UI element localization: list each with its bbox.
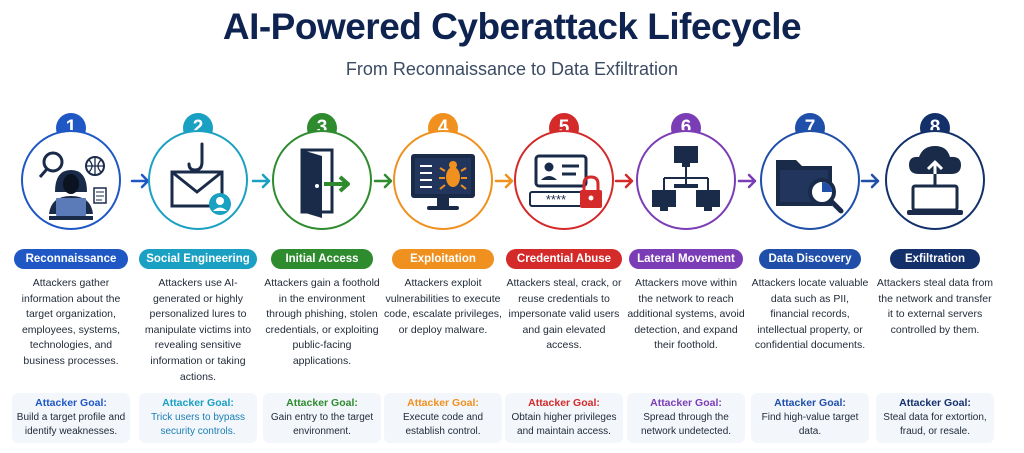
stage-icon-ring — [148, 130, 248, 230]
goal-text: Execute code and establish control. — [402, 412, 484, 437]
door-entry-icon — [300, 148, 350, 218]
network-nodes-icon — [652, 146, 720, 211]
hacker-laptop-icon — [38, 151, 107, 220]
attacker-goal-box: Attacker Goal: Spread through the networ… — [627, 393, 745, 443]
page-title: AI-Powered Cyberattack Lifecycle — [222, 6, 802, 47]
attacker-goal-box: Attacker Goal: Find high-value target da… — [751, 393, 869, 443]
attacker-goal-box: Attacker Goal: Execute code and establis… — [384, 393, 502, 443]
stage-icon-ring — [636, 130, 736, 230]
goal-title: Attacker Goal: — [35, 397, 107, 409]
stage-icon-ring — [885, 130, 985, 230]
stage-description: Attackers steal data from the network an… — [876, 277, 994, 336]
stage-label: Reconnaissance — [14, 249, 128, 269]
page-subtitle: From Reconnaissance to Data Exfiltration — [345, 59, 679, 79]
goal-title: Attacker Goal: — [650, 397, 722, 409]
stage-description: Attackers exploit vulnerabilities to exe… — [384, 277, 502, 336]
arrow-icon — [373, 173, 393, 189]
attacker-goal-box: Attacker Goal: Obtain higher privileges … — [505, 393, 623, 443]
goal-title: Attacker Goal: — [899, 397, 971, 409]
stage-label: Initial Access — [271, 249, 373, 269]
goal-text: Build a target profile and identify weak… — [16, 412, 126, 437]
stage-description: Attackers steal, crack, or reuse credent… — [506, 277, 622, 352]
stage-label: Social Engineering — [139, 249, 257, 269]
bug-monitor-icon — [411, 154, 475, 210]
goal-title: Attacker Goal: — [407, 397, 479, 409]
goal-title: Attacker Goal: — [162, 397, 234, 409]
arrow-icon — [494, 173, 514, 189]
stage-description: Attackers move within the network to rea… — [627, 277, 745, 352]
cloud-upload-icon — [907, 146, 963, 215]
svg-text:****: **** — [546, 192, 566, 207]
goal-text: Trick users to bypass security controls. — [150, 412, 246, 437]
stage-label: Credential Abuse — [506, 249, 622, 269]
goal-title: Attacker Goal: — [774, 397, 846, 409]
stage-label: Data Discovery — [759, 249, 861, 269]
stage-icon-ring — [760, 130, 860, 230]
stage-icon-ring: **** — [514, 130, 614, 230]
stage-description: Attackers use AI-generated or highly per… — [144, 277, 252, 383]
goal-text: Steal data for extortion, fraud, or resa… — [883, 412, 987, 437]
stage-icon-ring — [272, 130, 372, 230]
attacker-goal-box: Attacker Goal: Gain entry to the target … — [263, 393, 381, 443]
stage-label: Exfiltration — [890, 249, 980, 269]
goal-text: Gain entry to the target environment. — [270, 412, 374, 437]
arrow-icon — [614, 173, 634, 189]
stage-description: Attackers gain a foothold in the environ… — [264, 277, 380, 367]
credential-lock-icon: **** — [529, 154, 602, 208]
arrow-icon — [860, 173, 880, 189]
goal-text: Obtain higher privileges and maintain ac… — [511, 412, 617, 437]
stage-description: Attackers gather information about the t… — [21, 277, 121, 367]
stage-label: Lateral Movement — [629, 249, 743, 269]
goal-text: Spread through the network undetected. — [640, 412, 732, 437]
goal-text: Find high-value target data. — [761, 412, 859, 437]
attacker-goal-box: Attacker Goal: Steal data for extortion,… — [876, 393, 994, 443]
stage-icon-ring — [393, 130, 493, 230]
stage-icon-ring — [21, 130, 121, 230]
attacker-goal-box: Attacker Goal: Build a target profile an… — [12, 393, 130, 443]
goal-title: Attacker Goal: — [528, 397, 600, 409]
folder-search-icon — [776, 160, 844, 214]
arrow-icon — [251, 173, 271, 189]
attacker-goal-box: Attacker Goal: Trick users to bypass sec… — [139, 393, 257, 443]
arrow-icon — [737, 173, 757, 189]
stage-label: Exploitation — [392, 249, 494, 269]
stage-description: Attackers locate valuable data such as P… — [751, 277, 869, 352]
phishing-envelope-icon — [170, 142, 231, 215]
goal-title: Attacker Goal: — [286, 397, 358, 409]
